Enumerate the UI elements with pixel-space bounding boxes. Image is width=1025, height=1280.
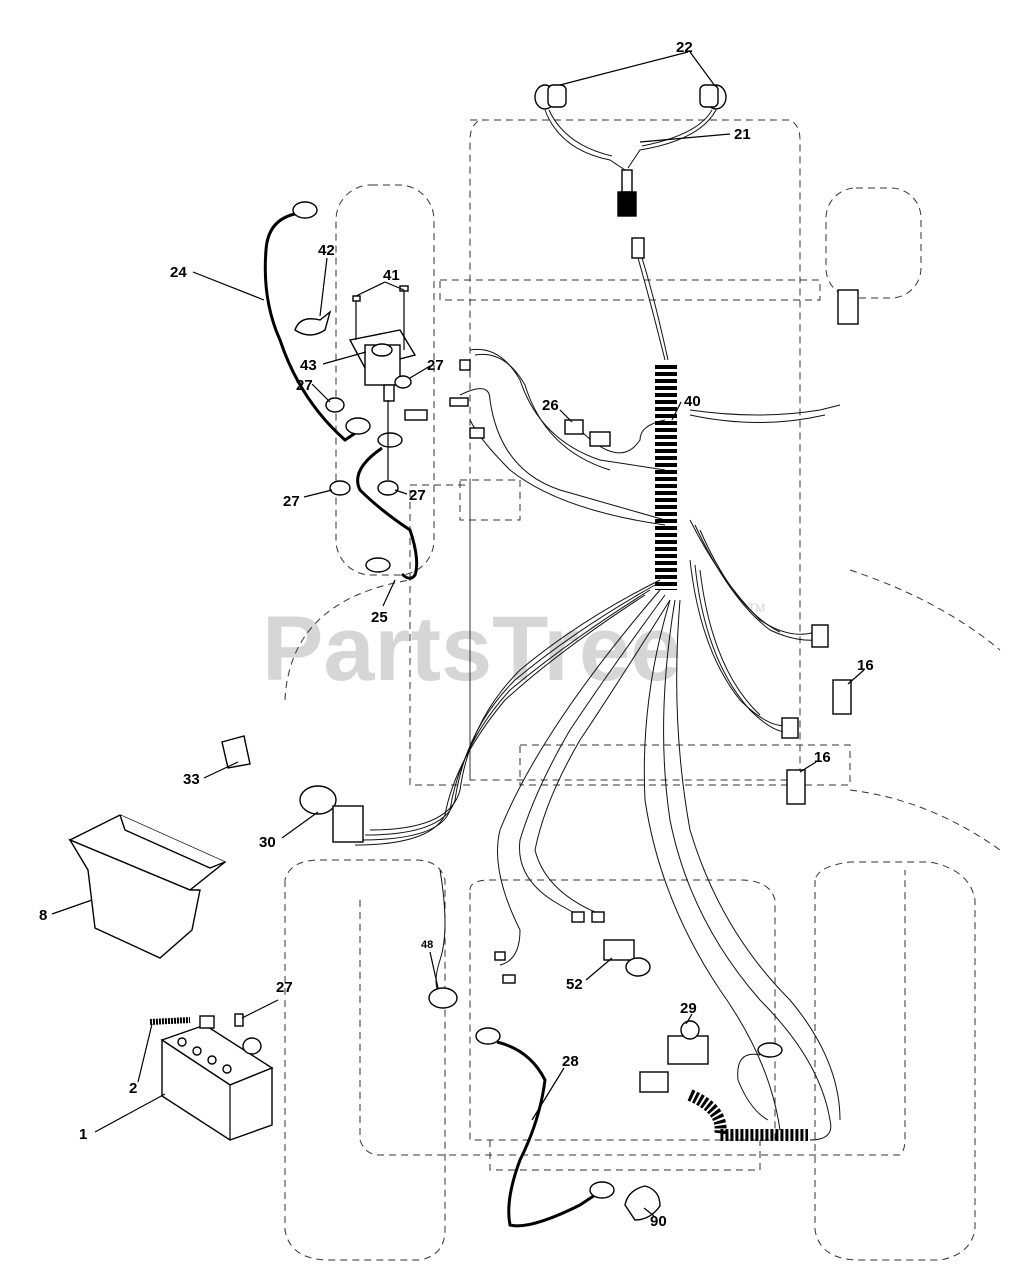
label-27-solenoid-left: 27 xyxy=(296,377,313,394)
solenoid-assembly xyxy=(294,285,485,496)
label-1: 1 xyxy=(79,1126,87,1143)
label-2: 2 xyxy=(129,1080,137,1097)
label-8: 8 xyxy=(39,907,47,924)
label-27-lower-right: 27 xyxy=(409,487,426,504)
battery-tray xyxy=(68,814,227,959)
label-43: 43 xyxy=(300,357,317,374)
label-52: 52 xyxy=(566,976,583,993)
label-27-battery: 27 xyxy=(276,979,293,996)
label-25: 25 xyxy=(371,609,388,626)
label-30: 30 xyxy=(259,834,276,851)
label-24: 24 xyxy=(170,264,187,281)
main-harness-wires xyxy=(354,237,841,1141)
label-16-upper: 16 xyxy=(857,657,874,674)
small-components xyxy=(221,289,859,984)
cable-25 xyxy=(356,432,419,580)
watermark: PartsTree xyxy=(262,598,681,700)
label-40: 40 xyxy=(684,393,701,410)
label-22: 22 xyxy=(676,39,693,56)
label-27-solenoid-right: 27 xyxy=(427,357,444,374)
label-16-lower: 16 xyxy=(814,749,831,766)
label-28: 28 xyxy=(562,1053,579,1070)
rear-components xyxy=(475,1020,808,1228)
cable-24 xyxy=(263,201,371,442)
label-29: 29 xyxy=(680,1000,697,1017)
label-27-lower-left: 27 xyxy=(283,493,300,510)
battery xyxy=(149,1013,274,1141)
label-21: 21 xyxy=(734,126,751,143)
headlight-harness xyxy=(534,84,727,217)
label-26: 26 xyxy=(542,397,559,414)
label-90: 90 xyxy=(650,1213,667,1230)
label-42: 42 xyxy=(318,242,335,259)
part-labels: 22 21 24 42 41 43 27 27 27 27 40 26 25 1… xyxy=(39,39,874,1230)
label-48: 48 xyxy=(421,939,433,951)
bulb-and-flasher xyxy=(428,939,651,1009)
label-41: 41 xyxy=(383,267,400,284)
label-33: 33 xyxy=(183,771,200,788)
tractor-outline xyxy=(284,119,1001,1261)
leader-lines xyxy=(51,51,865,1217)
